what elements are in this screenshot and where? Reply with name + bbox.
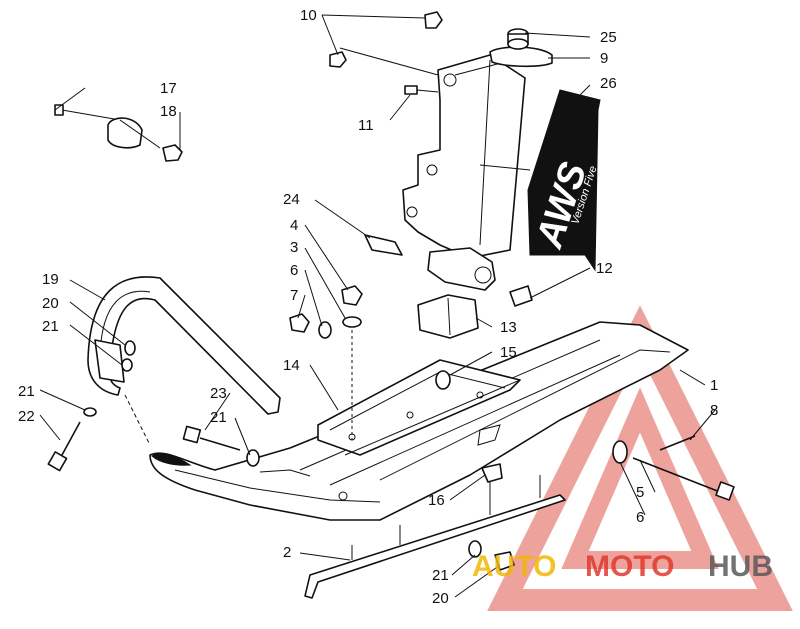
callout-4: 4 bbox=[290, 217, 298, 234]
callout-17: 17 bbox=[160, 80, 177, 97]
watermark-moto: MOTO bbox=[585, 550, 674, 583]
spindle-assembly bbox=[402, 28, 553, 259]
callout-21-mid: 21 bbox=[210, 409, 227, 426]
callout-18: 18 bbox=[160, 103, 177, 120]
callout-26: 26 bbox=[600, 75, 617, 92]
loop-guard bbox=[54, 104, 183, 162]
spindle-foot bbox=[427, 247, 533, 307]
callout-14: 14 bbox=[283, 357, 300, 374]
callout-20-bottom: 20 bbox=[432, 590, 449, 607]
callout-21-loop: 21 bbox=[42, 318, 59, 335]
callout-12: 12 bbox=[596, 260, 613, 277]
hardware bbox=[47, 11, 735, 571]
callout-20-top: 20 bbox=[42, 295, 59, 312]
callout-1: 1 bbox=[710, 377, 718, 394]
callout-6-right: 6 bbox=[636, 509, 644, 526]
watermark-hub: HUB bbox=[708, 550, 773, 583]
saddle-block bbox=[417, 294, 479, 339]
watermark-logo bbox=[487, 305, 793, 611]
bushing bbox=[364, 234, 403, 256]
callout-2: 2 bbox=[283, 544, 291, 561]
callout-3: 3 bbox=[290, 239, 298, 256]
callout-19: 19 bbox=[42, 271, 59, 288]
callout-13: 13 bbox=[500, 319, 517, 336]
leader-lines bbox=[39, 14, 716, 598]
ski-loop bbox=[87, 276, 281, 415]
callout-11: 11 bbox=[358, 117, 374, 134]
callout-23: 23 bbox=[210, 385, 227, 402]
callout-24: 24 bbox=[283, 191, 300, 208]
watermark-text: AUTO MOTO HUB bbox=[472, 550, 773, 583]
callout-21-bottom: 21 bbox=[432, 567, 449, 584]
aws-decal: AWS Version Five bbox=[527, 89, 601, 272]
callout-25: 25 bbox=[600, 29, 617, 46]
callout-6-left: 6 bbox=[290, 262, 298, 279]
callout-5: 5 bbox=[636, 484, 644, 501]
callout-9: 9 bbox=[600, 50, 608, 67]
callout-21-left: 21 bbox=[18, 383, 35, 400]
callout-16: 16 bbox=[428, 492, 445, 509]
callout-labels: 10 25 9 26 17 18 11 24 4 3 6 12 19 7 20 … bbox=[18, 7, 718, 607]
callout-22: 22 bbox=[18, 408, 35, 425]
callout-8: 8 bbox=[710, 402, 718, 419]
callout-7: 7 bbox=[290, 287, 298, 304]
watermark-auto: AUTO bbox=[472, 550, 556, 583]
callout-10: 10 bbox=[300, 7, 317, 24]
callout-15: 15 bbox=[500, 344, 517, 361]
